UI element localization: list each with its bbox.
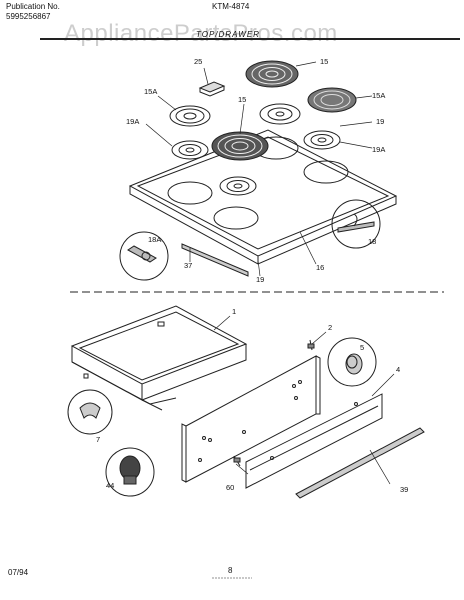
callout-19a-right: 19A [372,145,386,154]
publication-label: Publication No. [6,2,60,11]
screw-part-60 [233,455,241,467]
leader-lines-bottom [213,315,395,485]
callout-15a-right: 15A [372,91,386,100]
surface-element-large-center [211,131,269,161]
drawer-rod-39 [295,427,425,499]
callout-37: 37 [184,261,193,270]
callout-5: 5 [360,343,365,352]
detail-circle-5 [327,337,377,387]
callout-18: 18 [368,237,377,246]
callout-44: 44 [106,481,115,490]
callout-4: 4 [396,365,401,374]
section-title: TOP/DRAWER [196,30,260,39]
footer-date: 07/94 [8,568,29,577]
callout-7: 7 [96,435,101,444]
footer-page: 8 [228,566,233,575]
screw-part-2 [307,339,315,351]
detail-circle-44 [105,447,155,497]
burner-ring-right-top [259,103,301,125]
burner-ring-center [219,176,257,196]
callout-25: 25 [194,57,203,66]
callout-19a-left: 19A [126,117,140,126]
callout-39: 39 [400,485,409,494]
callout-15-top: 15 [320,57,329,66]
callout-60: 60 [226,483,235,492]
callout-1: 1 [232,307,237,316]
callout-2: 2 [328,323,333,332]
drip-bowl-left [169,105,211,127]
burner-ring-right [303,130,341,150]
surface-element-large-top [245,60,299,88]
part-25-block [198,81,226,97]
detail-circle-18 [331,199,381,249]
drawer-box [70,305,248,411]
drawer-front-panel [181,355,321,483]
callout-18a: 18A [148,235,162,244]
publication-number: 5995256867 [6,12,51,21]
callout-15a-left: 15A [144,87,158,96]
callout-19-right: 19 [376,117,385,126]
callout-16: 16 [316,263,325,272]
leader-lines-top [145,61,373,277]
watermark: AppliancePartsPros.com [64,20,338,47]
callout-15-mid: 15 [238,95,247,104]
burner-ring-left [171,140,209,160]
detail-circle-7 [67,389,113,435]
detail-circle-18a [119,231,169,281]
surface-element-small-right [307,87,357,113]
callout-19-bottom: 19 [256,275,265,284]
hinge-bar-37 [181,243,249,277]
drawer-handle-panel [245,393,383,489]
header-rule [40,38,460,40]
model-number: KTM-4874 [212,2,250,11]
